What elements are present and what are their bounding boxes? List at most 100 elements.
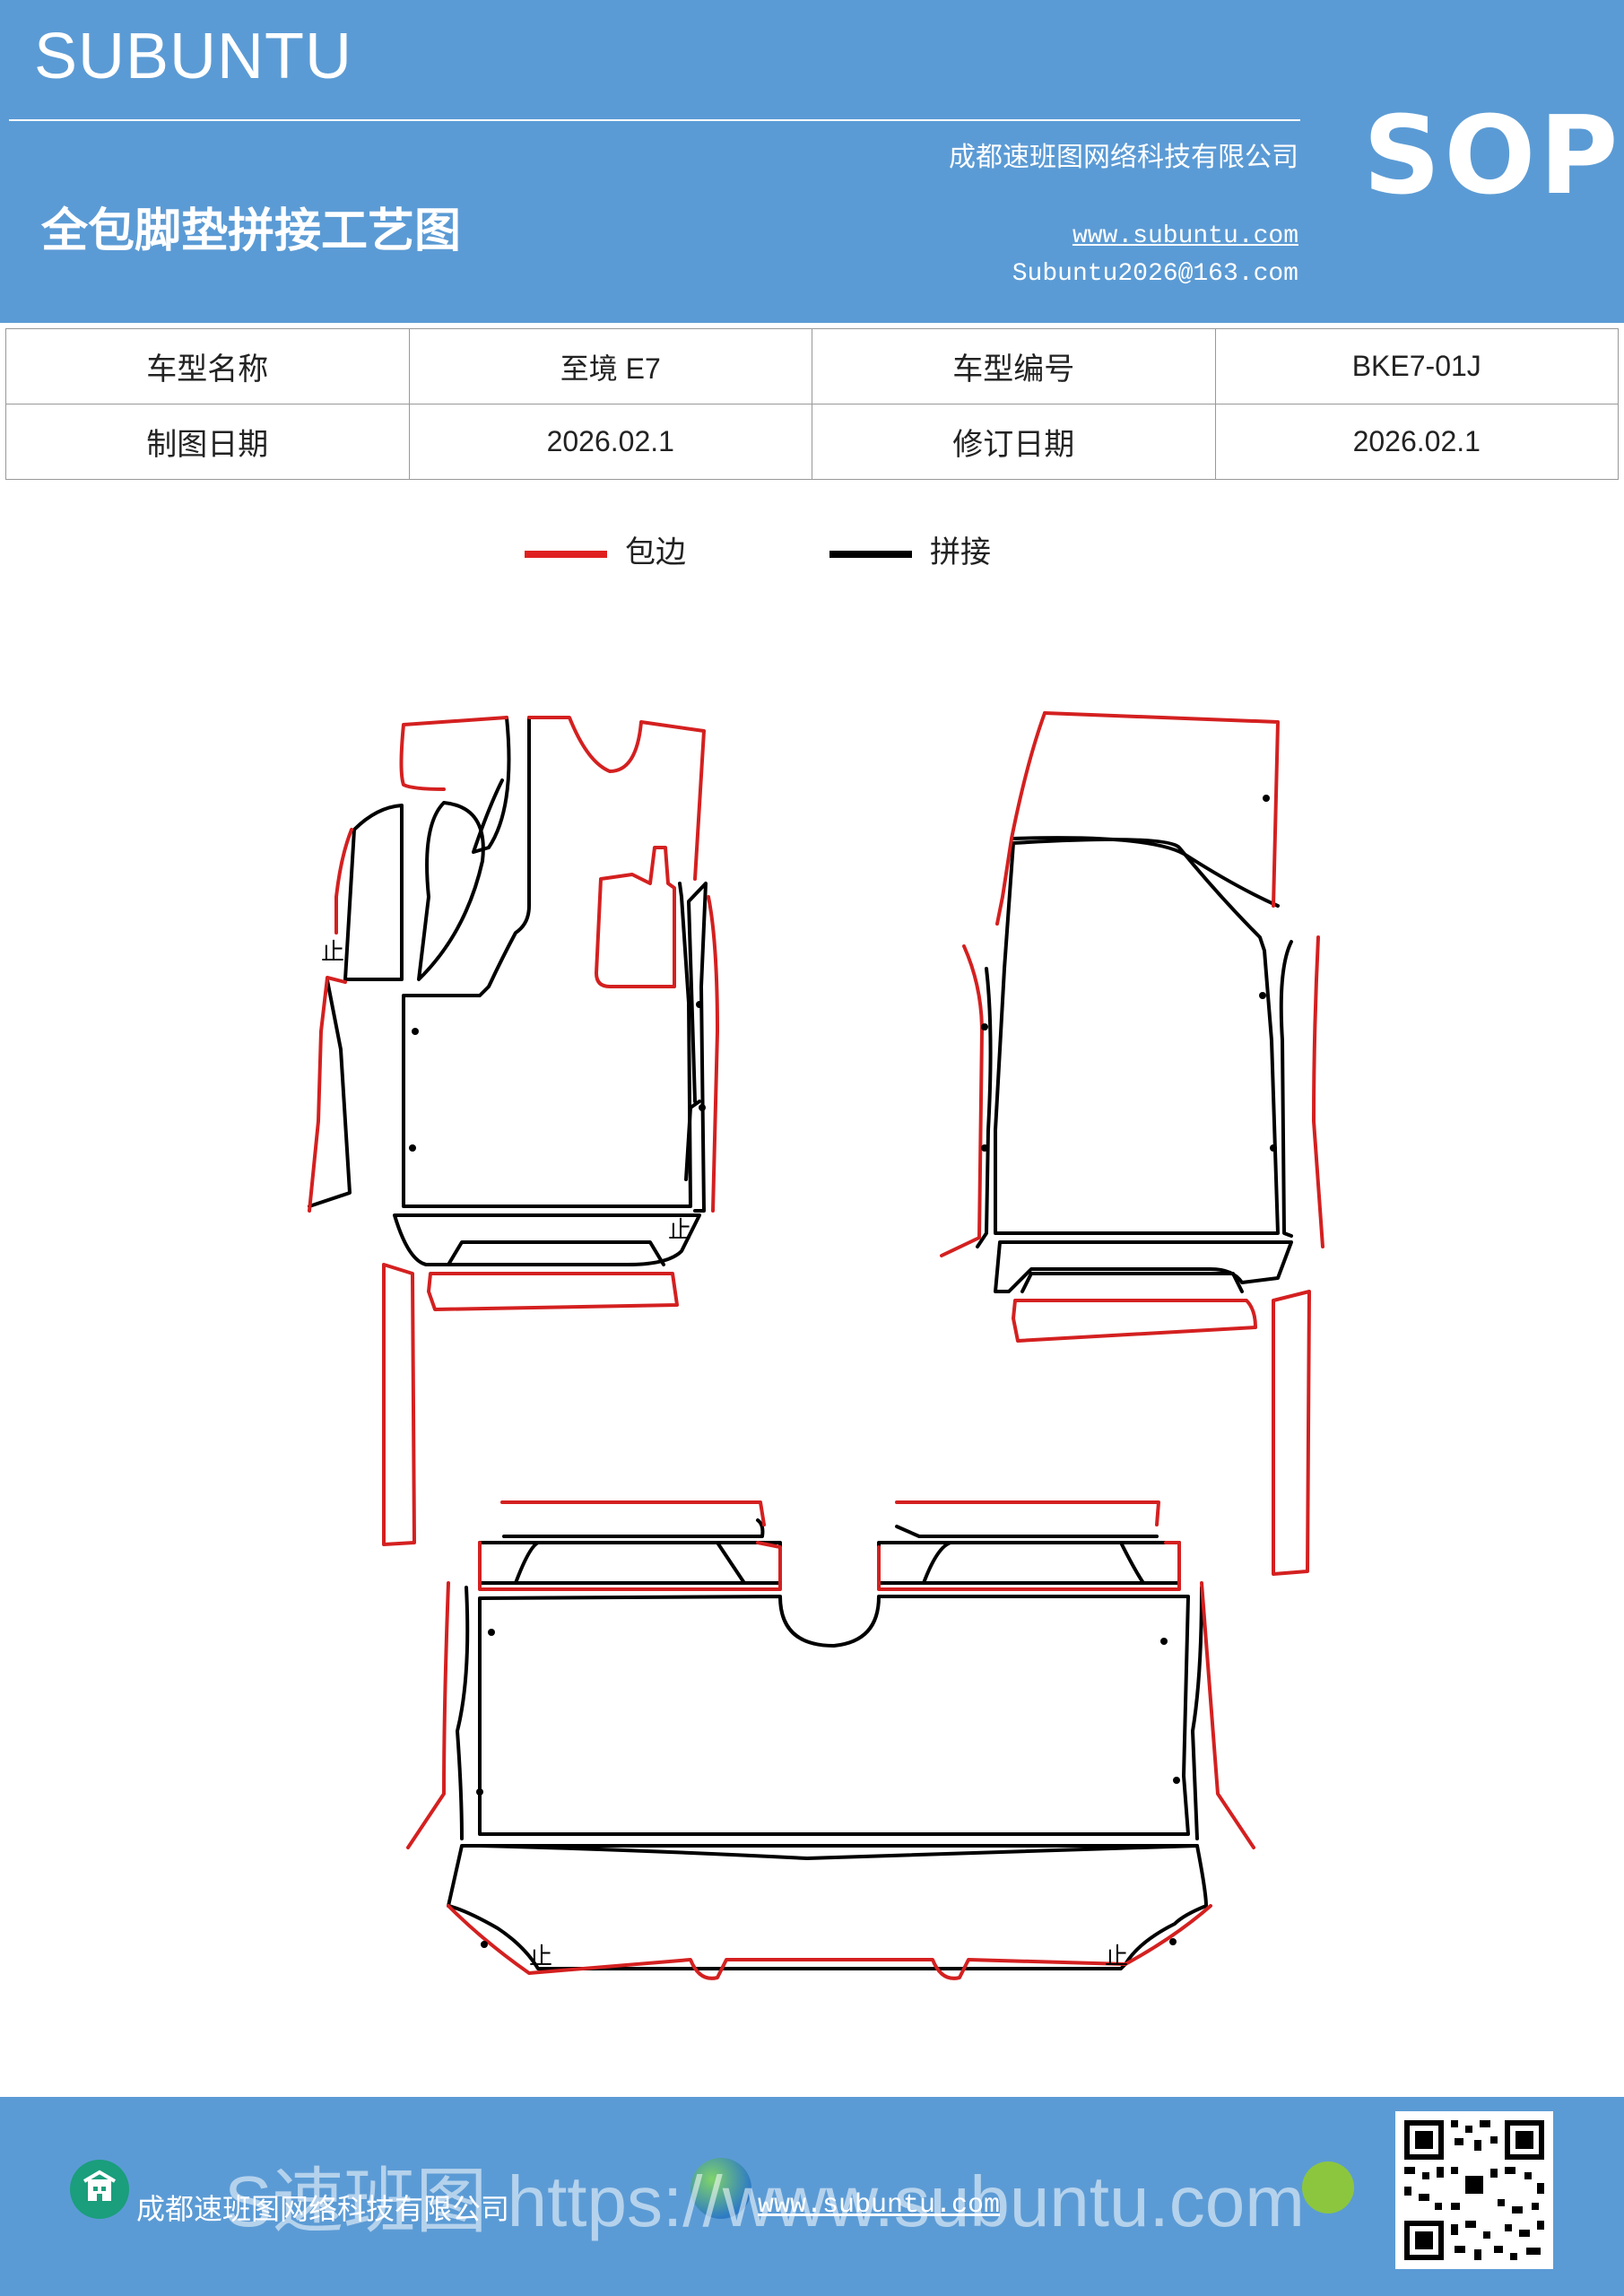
legend-seam-swatch	[829, 550, 912, 558]
globe-icon	[690, 2158, 751, 2219]
stud-dot	[481, 1941, 488, 1948]
sop-badge: SOP	[1363, 94, 1622, 219]
rear-right-top-edge	[895, 1500, 1160, 1526]
front-right-top-edge	[1043, 711, 1280, 908]
front-left-door-seam	[684, 1100, 701, 1181]
legend-edge-label: 包边	[625, 535, 686, 570]
edge-lines	[308, 711, 1324, 1980]
stud-dot	[1259, 992, 1266, 999]
rear-left-sill	[456, 1586, 470, 1840]
stud-dot	[699, 1104, 706, 1111]
rear-right-step-inner	[922, 1541, 1145, 1585]
front-right-long-bar	[1272, 1290, 1311, 1576]
front-left-main-mat	[402, 716, 692, 1208]
front-left-upper-seam	[472, 716, 511, 854]
stud-dot	[1263, 795, 1270, 802]
front-right-right-sill-edge	[1312, 935, 1324, 1248]
rear-right-sill-edge	[1200, 1581, 1255, 1849]
header-divider	[9, 119, 1300, 121]
stop-marker: 止	[529, 1944, 552, 1970]
front-left-side-piece	[343, 804, 404, 981]
rear-right-step-edge	[877, 1541, 1181, 1591]
front-left-sill-edge	[308, 976, 347, 1213]
table-row: 车型名称 至境 E7 车型编号 BKE7-01J	[5, 328, 1619, 404]
footer-website-link[interactable]: www.subuntu.com	[758, 2190, 1001, 2221]
rear-main-mat	[478, 1595, 1190, 1836]
draw-date-label: 制图日期	[5, 404, 410, 480]
front-right-upper-seam	[1012, 836, 1280, 908]
stud-dot	[981, 1144, 988, 1152]
front-right-right-sill	[1279, 940, 1293, 1238]
front-left-front-bar-inner	[447, 1240, 665, 1266]
stud-dots	[409, 795, 1277, 1948]
draw-date-value: 2026.02.1	[408, 404, 812, 480]
front-left-door-sill	[687, 882, 708, 1213]
table-row: 制图日期 2026.02.1 修订日期 2026.02.1	[5, 404, 1619, 480]
stop-marker: 止	[668, 1217, 691, 1244]
stud-dot	[1169, 1938, 1177, 1945]
stud-dot	[409, 1144, 416, 1152]
website-link[interactable]: www.subuntu.com	[1072, 222, 1298, 250]
rear-left-step-inner	[514, 1541, 746, 1585]
floor-mat-drawing: 止 止 止 止	[308, 711, 1324, 1980]
front-right-main-mat	[994, 838, 1280, 1235]
front-left-front-bar	[393, 1213, 701, 1266]
rear-left-top-edge	[500, 1500, 766, 1526]
front-right-front-bar-inner	[1020, 1272, 1244, 1293]
front-right-left-sill-edge	[940, 944, 984, 1257]
stop-markers: 止 止 止 止	[321, 939, 1128, 1970]
rear-left-top-bar	[502, 1518, 765, 1538]
stud-dot	[488, 1629, 495, 1636]
email-address: Subuntu2026@163.com	[1012, 260, 1298, 288]
front-left-door-edge	[707, 895, 719, 1213]
legend-seam: 拼接	[829, 527, 991, 570]
seam-lines	[308, 716, 1293, 1970]
company-name: 成都速班图网络科技有限公司	[949, 142, 1298, 173]
footer-company-name: 成都速班图网络科技有限公司	[136, 2192, 510, 2226]
rear-left-sill-edge	[406, 1581, 450, 1849]
wechat-icon	[1302, 2161, 1354, 2213]
watermark-text: S速班图 https://www.subuntu.com	[224, 2161, 1305, 2241]
front-left-side-edge	[334, 828, 353, 935]
front-right-left-edge	[995, 711, 1046, 926]
legend-edge: 包边	[525, 527, 686, 570]
stud-dot	[981, 1023, 988, 1031]
front-left-top-left-edge	[399, 716, 508, 791]
model-name-label: 车型名称	[5, 328, 410, 404]
stud-dot	[696, 1001, 703, 1008]
stud-dot	[412, 1028, 419, 1035]
page-title: 全包脚垫拼接工艺图	[41, 204, 462, 258]
stud-dot	[476, 1788, 483, 1796]
front-left-long-bar	[382, 1263, 416, 1546]
legend-seam-label: 拼接	[930, 535, 991, 570]
legend-edge-swatch	[525, 550, 607, 558]
front-left-top-edge	[527, 716, 706, 881]
stop-marker: 止	[321, 939, 344, 966]
rear-left-step-edge	[478, 1541, 782, 1591]
front-left-pedal-edge	[595, 846, 676, 988]
stop-marker: 止	[1105, 1944, 1128, 1970]
front-left-a-pillar	[308, 978, 352, 1208]
front-right-bottom-bar	[1012, 1299, 1257, 1343]
model-name-value: 至境 E7	[408, 328, 812, 404]
front-left-bottom-bar	[427, 1272, 679, 1311]
front-left-inner-piece	[417, 801, 485, 981]
rear-right-top-bar	[895, 1525, 1159, 1538]
rear-right-step	[877, 1541, 1181, 1585]
footer-banner: 成都速班图网络科技有限公司 www.subuntu.com S速班图 https…	[0, 2097, 1624, 2296]
revision-date-value: 2026.02.1	[1214, 404, 1619, 480]
front-right-front-bar	[994, 1240, 1293, 1293]
rear-right-sill	[1191, 1586, 1203, 1840]
rear-bottom-edge	[447, 1904, 1212, 1980]
vehicle-info-table: 车型名称 至境 E7 车型编号 BKE7-01J 制图日期 2026.02.1 …	[5, 328, 1619, 480]
model-code-value: BKE7-01J	[1214, 328, 1619, 404]
rear-front-bar	[447, 1844, 1208, 1970]
stud-dot	[1173, 1777, 1180, 1784]
model-code-label: 车型编号	[812, 328, 1216, 404]
stud-dot	[1160, 1638, 1168, 1645]
stud-dot	[1270, 1144, 1277, 1152]
rear-front-bar-wave	[478, 1844, 1199, 1860]
revision-date-label: 修订日期	[812, 404, 1216, 480]
brand-logo: SUBUNTU	[34, 21, 353, 92]
header-banner: SUBUNTU SOP 成都速班图网络科技有限公司 全包脚垫拼接工艺图 www.…	[0, 0, 1624, 323]
